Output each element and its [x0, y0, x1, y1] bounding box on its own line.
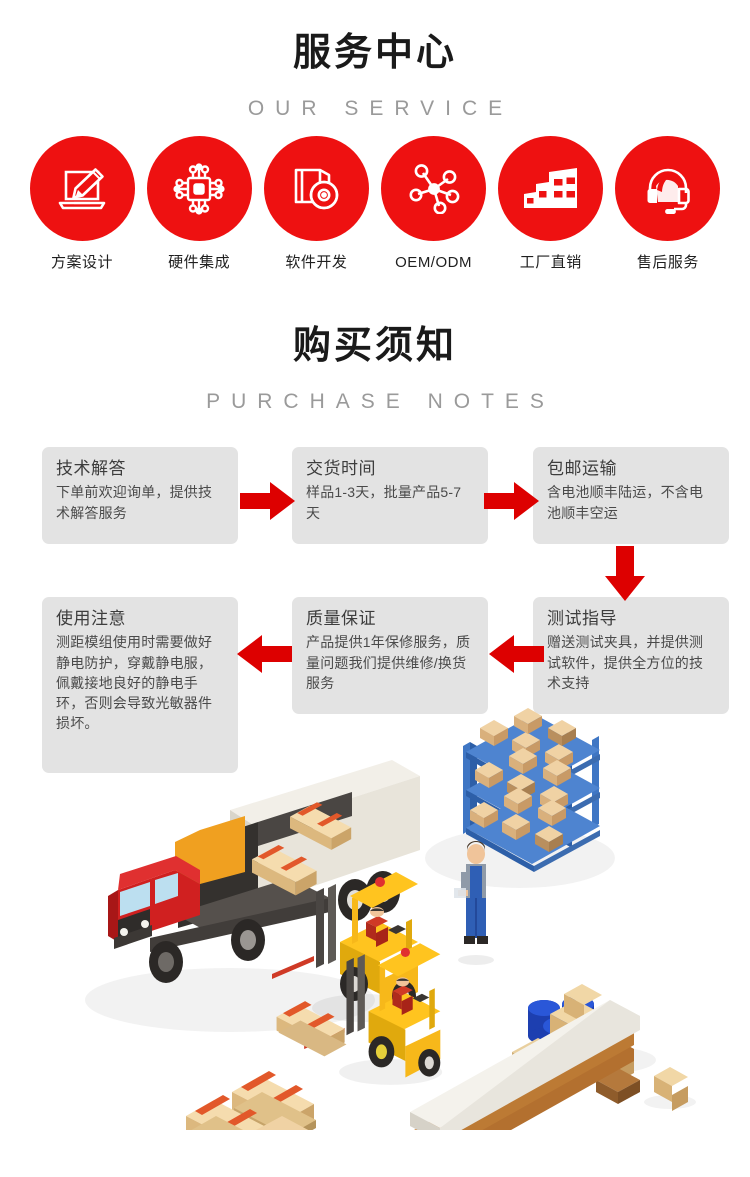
card-title: 质量保证	[306, 609, 376, 628]
headset-icon	[643, 164, 693, 214]
network-nodes-icon	[408, 163, 460, 214]
card-body: 赠送测试夹具，并提供测试软件，提供全方位的技术支持	[547, 634, 704, 691]
factory-icon	[523, 167, 579, 210]
arrow-right-icon	[240, 481, 296, 521]
shelf-boxes	[470, 708, 576, 852]
service-item-label: 工厂直销	[519, 254, 582, 271]
service-item-label: OEM/ODM	[395, 254, 472, 271]
purchase-card: 技术解答 下单前欢迎询单，提供技术解答服务	[42, 447, 238, 544]
service-icon-badge	[498, 136, 604, 241]
card-body: 测距模组使用时需要做好静电防护，穿戴静电服，佩戴接地良好的静电手环，否则会导致光…	[56, 634, 213, 732]
service-icon-badge	[263, 136, 369, 241]
service-item-oem-odm[interactable]: OEM/ODM	[381, 136, 487, 270]
service-item-solution-design[interactable]: 方案设计	[29, 136, 135, 270]
card-body: 产品提供1年保修服务，质量问题我们提供维修/换货服务	[306, 634, 471, 691]
purchase-card: 质量保证 产品提供1年保修服务，质量问题我们提供维修/换货服务	[292, 597, 488, 714]
card-title: 测试指导	[547, 609, 617, 628]
service-item-software-development[interactable]: 软件开发	[263, 136, 369, 270]
service-icon-badge	[146, 136, 252, 241]
service-item-factory-direct[interactable]: 工厂直销	[498, 136, 604, 270]
warehouse-shelf	[425, 708, 615, 888]
card-title: 技术解答	[56, 459, 126, 478]
warehouse-logistics-illustration	[0, 700, 750, 1130]
service-item-after-sales[interactable]: 售后服务	[615, 136, 721, 270]
card-title: 使用注意	[56, 609, 126, 628]
card-body: 含电池顺丰陆运，不含电池顺丰空运	[547, 484, 704, 521]
service-item-hardware-integration[interactable]: 硬件集成	[146, 136, 252, 270]
arrow-left-icon	[488, 634, 544, 674]
pallet-boxes	[644, 1067, 696, 1111]
purchase-section-heading: 购买须知 PURCHASE NOTES	[0, 327, 750, 412]
service-item-label: 方案设计	[50, 254, 113, 271]
lumber-stack	[410, 1000, 640, 1130]
pallet-boxes	[252, 802, 352, 896]
card-body: 下单前欢迎询单，提供技术解答服务	[56, 484, 213, 521]
service-heading-cn: 服务中心	[292, 32, 457, 74]
card-body: 样品1-3天，批量产品5-7天	[306, 484, 462, 521]
chip-circuit-icon	[173, 162, 225, 215]
pallet-boxes	[186, 1071, 316, 1130]
service-item-label: 售后服务	[636, 254, 699, 271]
arrow-down-icon	[604, 546, 646, 602]
purchase-card: 测试指导 赠送测试夹具，并提供测试软件，提供全方位的技术支持	[533, 597, 729, 714]
service-item-label: 硬件集成	[168, 254, 231, 271]
forklift	[276, 943, 443, 1085]
arrow-right-icon	[484, 481, 540, 521]
purchase-card: 交货时间 样品1-3天，批量产品5-7天	[292, 447, 488, 544]
purchase-card: 使用注意 测距模组使用时需要做好静电防护，穿戴静电服，佩戴接地良好的静电手环，否…	[42, 597, 238, 773]
service-icon-badge	[381, 136, 487, 241]
arrow-left-icon	[236, 634, 292, 674]
purchase-heading-en: PURCHASE NOTES	[206, 390, 555, 413]
card-title: 包邮运输	[547, 459, 617, 478]
service-items-row: 方案设计	[0, 136, 750, 270]
worker	[454, 841, 494, 965]
service-section-heading: 服务中心 OUR SERVICE	[0, 34, 750, 119]
service-heading-en: OUR SERVICE	[247, 97, 514, 120]
service-icon-badge	[615, 136, 721, 241]
card-title: 交货时间	[306, 459, 376, 478]
purchase-card: 包邮运输 含电池顺丰陆运，不含电池顺丰空运	[533, 447, 729, 544]
service-icon-badge	[29, 136, 135, 241]
laptop-pen-icon	[55, 164, 109, 214]
purchase-heading-cn: 购买须知	[292, 325, 457, 367]
service-item-label: 软件开发	[285, 254, 348, 271]
disc-software-icon	[289, 164, 343, 214]
